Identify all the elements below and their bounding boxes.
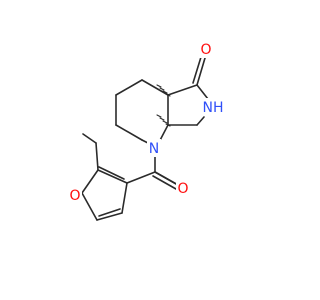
bond-furan-a — [97, 169, 128, 184]
bond-carbonyl-o-1 — [154, 171, 179, 186]
bond-ketone-2 — [192, 56, 202, 84]
bond-furan-d2 — [98, 208, 121, 217]
svg-text:NH: NH — [203, 100, 224, 116]
stereo-hash-lower — [156, 114, 171, 127]
svg-text:N: N — [149, 141, 159, 157]
bond-pyr-b — [196, 84, 209, 100]
stereo-hash-upper — [156, 84, 171, 97]
bond-ethyl-2 — [82, 133, 97, 144]
bond-furan-d — [96, 212, 123, 221]
atom-n-amide: N — [147, 139, 161, 157]
atom-nh: NH — [201, 98, 225, 116]
bond-ketone-1 — [196, 57, 206, 86]
bond-carbonyl-o-2 — [152, 175, 177, 190]
atom-o-ketone: O — [199, 40, 213, 58]
bond-pyr-c — [196, 116, 205, 126]
bond-carbonyl-ring — [126, 171, 156, 184]
bond-pyr-a — [167, 84, 198, 96]
bond-ethyl-1 — [95, 142, 99, 171]
atom-o-carbonyl: O — [176, 179, 190, 197]
bond-furan-e — [121, 182, 128, 214]
bond-ring-a — [141, 79, 169, 96]
svg-text:O: O — [69, 188, 80, 204]
atom-o-furan: O — [68, 186, 82, 204]
bond-ring-d — [115, 124, 143, 141]
svg-text:O: O — [177, 181, 188, 197]
structure-svg: O NH N O O — [68, 40, 225, 221]
molecule-canvas: O NH N O O — [68, 40, 225, 221]
bond-furan-b — [81, 169, 99, 194]
svg-text:O: O — [200, 42, 211, 58]
bond-furan-c — [81, 192, 98, 221]
bond-furan-a2 — [98, 166, 125, 180]
bond-ring-b — [115, 79, 143, 96]
